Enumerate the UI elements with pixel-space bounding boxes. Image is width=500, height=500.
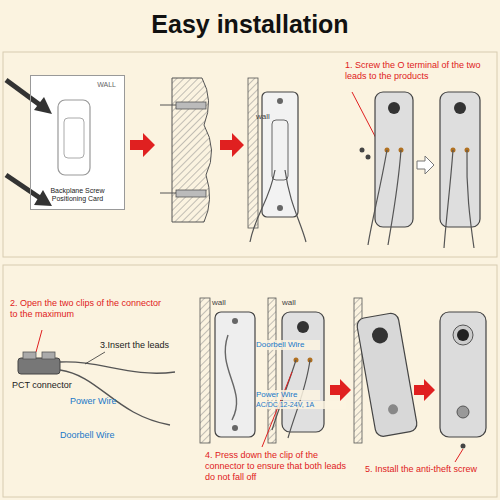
- step-arrow: [220, 133, 244, 157]
- title: Easy installation: [0, 10, 500, 39]
- camera-ring: [453, 325, 473, 345]
- pointer-arrow: [34, 190, 52, 206]
- anchor-line: [160, 193, 176, 194]
- wire: [444, 150, 453, 248]
- bell-button: [387, 404, 399, 416]
- rating-note: AC/DC 12-24V, 1A: [256, 401, 346, 409]
- wall-label: wall: [256, 112, 286, 122]
- card-face: [30, 75, 125, 210]
- screw: [232, 425, 238, 431]
- doorbell-back: [282, 312, 324, 432]
- screw: [277, 205, 283, 211]
- screw: [360, 148, 365, 153]
- pointer-arrow: [6, 175, 40, 198]
- doorbell-body: [356, 312, 418, 437]
- step-arrow: [330, 379, 351, 401]
- anti-theft-screw: [461, 444, 466, 449]
- pointer-arrow: [6, 80, 40, 105]
- wire: [388, 150, 401, 245]
- positioning-card: WALL Backplane Screw Positioning Card: [30, 75, 125, 210]
- wire-name: Doorbell Wire: [60, 430, 140, 441]
- step-note: 4. Press down the clip of the connector …: [205, 450, 355, 482]
- part-name: PCT connector: [12, 380, 92, 391]
- doorbell-body: [440, 312, 486, 437]
- leader-line: [455, 449, 463, 462]
- wall-section: [172, 78, 212, 222]
- wire: [368, 150, 387, 245]
- step-note: 3.Insert the leads: [100, 340, 195, 351]
- step-arrow: [414, 379, 435, 401]
- camera-lens: [371, 326, 390, 345]
- panel-frame: [3, 265, 497, 497]
- wire: [60, 362, 175, 373]
- wall-section: [248, 78, 258, 228]
- leader-line: [36, 330, 42, 352]
- wire: [60, 370, 170, 425]
- leader-line: [262, 372, 292, 447]
- screw: [277, 98, 283, 104]
- pct-connector: [18, 358, 60, 374]
- wire: [250, 170, 275, 242]
- backplate: [262, 92, 298, 217]
- wall-section: [200, 298, 210, 443]
- card-slot: [64, 118, 84, 158]
- connector-clip: [23, 352, 36, 359]
- leader-line: [352, 92, 378, 142]
- wire: [285, 170, 306, 242]
- wire: [467, 150, 474, 248]
- bell-button: [457, 406, 469, 418]
- screw: [366, 155, 371, 160]
- wire-name: Power Wire: [256, 390, 320, 400]
- wire-name: Doorbell Wire: [256, 340, 320, 350]
- leader-line: [85, 352, 105, 364]
- step-note: 1. Screw the O terminal of the two leads…: [345, 60, 495, 82]
- wire-channel: [225, 335, 236, 420]
- step-note: 2. Open the two clips of the connector t…: [10, 298, 170, 320]
- screw: [232, 318, 238, 324]
- connector-clip: [42, 352, 55, 359]
- doorbell-back: [440, 92, 480, 227]
- wall-anchor: [176, 190, 206, 197]
- anchor-line: [160, 105, 176, 106]
- camera-lens: [457, 329, 469, 341]
- camera-lens: [388, 102, 400, 114]
- wall-label: wall: [212, 298, 242, 308]
- backplate: [215, 312, 255, 437]
- card-slot: [58, 100, 90, 175]
- step-note: 5. Install the anti-theft screw: [365, 464, 495, 475]
- card-heading: WALL: [97, 81, 116, 88]
- camera-lens: [297, 321, 309, 333]
- tilted-doorbell: [356, 312, 418, 437]
- pointer-arrow: [34, 97, 52, 114]
- camera-lens: [454, 102, 466, 114]
- step-arrow: [130, 133, 155, 157]
- hollow-arrow: [417, 156, 434, 174]
- card-label: Backplane Screw Positioning Card: [34, 187, 121, 203]
- wall-anchor: [176, 102, 206, 109]
- wall-label: wall: [282, 298, 312, 308]
- panel-frame: [3, 52, 497, 257]
- wire-name: Power Wire: [70, 396, 140, 407]
